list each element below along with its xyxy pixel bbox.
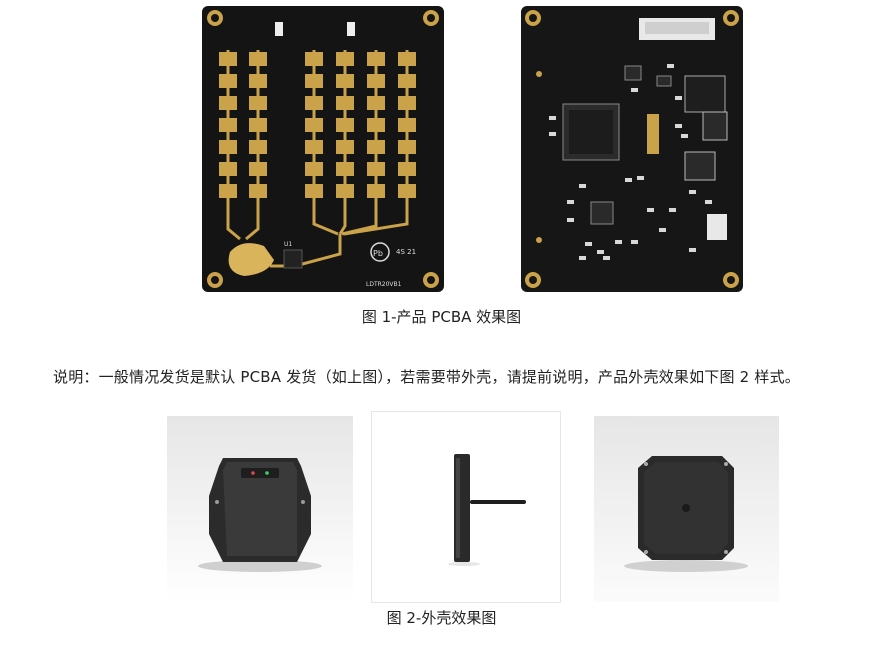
board-mark: 4S 21	[396, 248, 416, 256]
pcb-back-photo	[519, 4, 745, 294]
figure-2-caption: 图 2-外壳效果图	[386, 609, 497, 627]
figure-1-caption: 图 1-产品 PCBA 效果图	[361, 308, 522, 326]
enclosure-front-photo	[167, 416, 353, 602]
svg-text:Pb: Pb	[373, 249, 383, 258]
board-code: LDTR20VB1	[366, 281, 402, 288]
enclosure-back-photo	[594, 416, 779, 602]
ic-label: U1	[284, 241, 292, 248]
enclosure-side-photo	[371, 411, 561, 603]
pcb-front-photo: U1 Pb 4S 21 LDTR20VB1	[200, 4, 446, 294]
shipping-note: 说明：一般情况发货是默认 PCBA 发货（如上图），若需要带外壳，请提前说明，产…	[53, 368, 800, 386]
